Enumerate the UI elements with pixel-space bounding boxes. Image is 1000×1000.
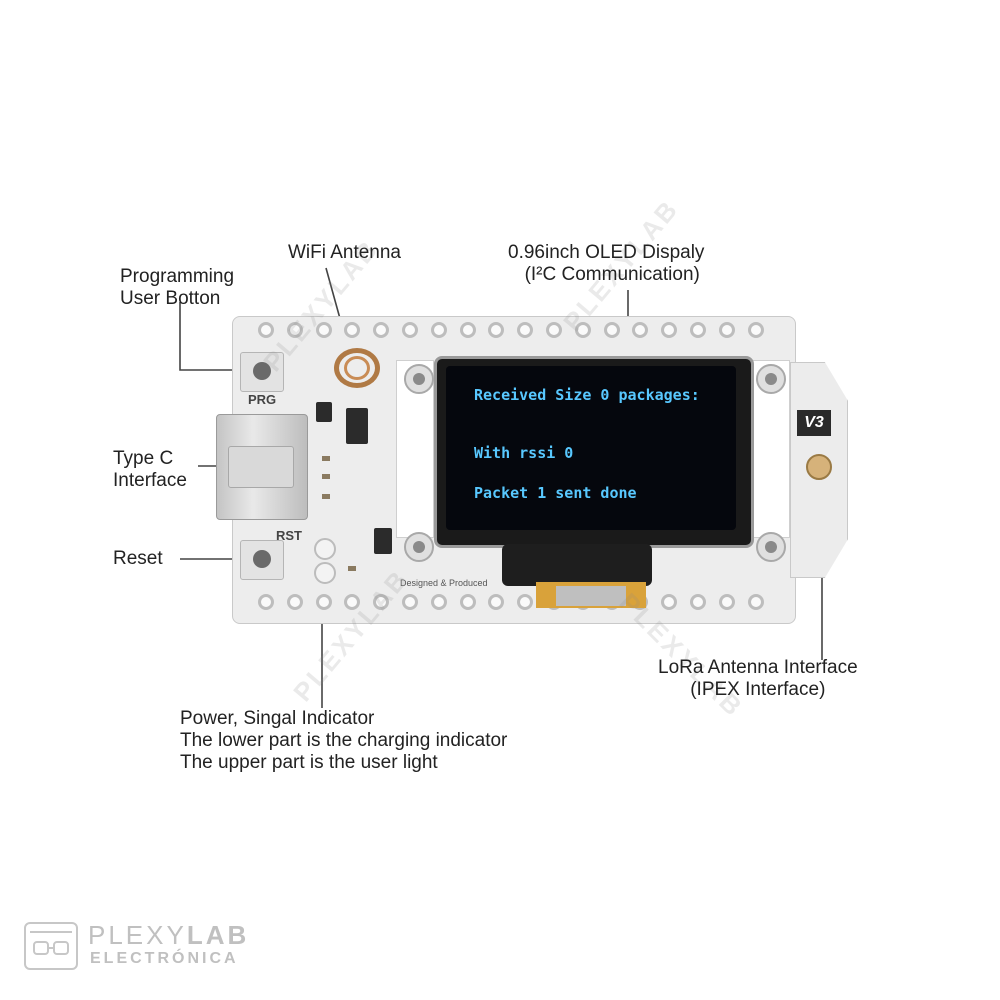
label-wifi-antenna: WiFi Antenna [288, 242, 401, 263]
smd-component [322, 474, 330, 479]
usb-c-port [228, 446, 294, 488]
leader-programming [179, 302, 238, 371]
reset-button [240, 540, 284, 580]
smd-component [322, 456, 330, 461]
oled-text-line-1: Received Size 0 packages: [474, 386, 700, 404]
smd-component [322, 494, 330, 499]
brand-name: PLEXYLAB [88, 920, 250, 950]
smd-component [348, 566, 356, 571]
programming-button [240, 352, 284, 392]
mount-screw [404, 364, 434, 394]
label-reset: Reset [113, 548, 163, 569]
bottom-pin-header [258, 594, 764, 610]
display-flex-contact [556, 586, 626, 606]
display-flex-cable [502, 544, 652, 586]
oled-text-line-3: Packet 1 sent done [474, 484, 637, 502]
wifi-antenna-coil-inner [344, 356, 370, 380]
mount-screw [756, 364, 786, 394]
rst-silkscreen: RST [276, 528, 302, 543]
label-type-c: Type C Interface [113, 448, 187, 491]
label-programming-button: Programming User Botton [120, 266, 235, 309]
board-credit: Designed & Produced [400, 578, 488, 588]
version-badge: V3 [797, 410, 831, 436]
mount-screw [404, 532, 434, 562]
user-led [314, 538, 336, 560]
wifi-antenna-coil [334, 348, 380, 388]
brand-subtitle: ELECTRÓNICA [90, 950, 239, 967]
oled-display [446, 366, 736, 530]
oled-text-line-2: With rssi 0 [474, 444, 574, 462]
label-lora-antenna: LoRa Antenna Interface (IPEX Interface) [658, 657, 858, 700]
regulator-chip [316, 402, 332, 422]
label-power-indicator: Power, Singal Indicator The lower part i… [180, 708, 508, 773]
ic-chip [346, 408, 368, 444]
charging-led [314, 562, 336, 584]
label-oled-display: 0.96inch OLED Dispaly (I²C Communication… [508, 242, 705, 285]
brand-logo-icon [24, 922, 78, 970]
mount-screw [756, 532, 786, 562]
ipex-connector [806, 454, 832, 480]
prg-silkscreen: PRG [248, 392, 277, 407]
ic-chip-small [374, 528, 392, 554]
top-pin-header [258, 322, 764, 338]
